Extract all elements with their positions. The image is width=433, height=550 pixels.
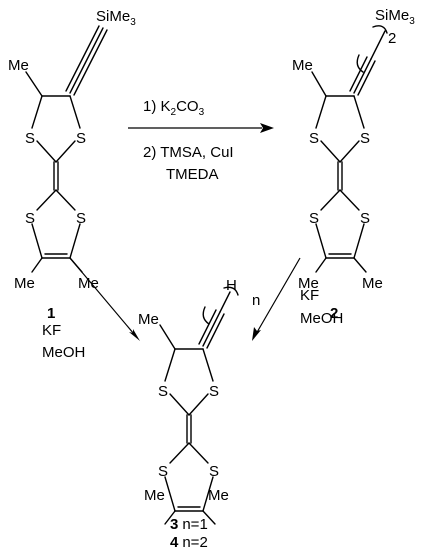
arrowhead [129, 329, 140, 341]
alkyne-bond-1 [69, 27, 104, 94]
sulfur-label: S [158, 383, 168, 400]
reaction-arrow-right: KF MeOH [252, 257, 343, 341]
sulfur-label: S [76, 210, 86, 227]
compound-2-number: 2 [330, 305, 338, 322]
repeat-count: n [252, 292, 260, 309]
reaction-arrow-left: KF MeOH [42, 257, 140, 361]
methyl-label: Me [362, 275, 383, 292]
reagent-step1: 1) K2CO3 [143, 98, 205, 118]
sulfur-label: S [360, 130, 370, 147]
repeat-bracket-right [372, 25, 388, 34]
reagent-kf: KF [42, 322, 61, 339]
methyl-label: Me [298, 275, 319, 292]
sulfur-label: S [309, 210, 319, 227]
sulfur-label: S [309, 130, 319, 147]
methyl-label: Me [78, 275, 99, 292]
repeat-bracket-left [356, 54, 364, 73]
compound-1-number: 1 [47, 305, 55, 322]
reagent-step2-ligand: TMEDA [166, 166, 219, 183]
sulfur-label: S [360, 210, 370, 227]
trimethylsilyl-label: SiMe3 [96, 8, 136, 28]
compound-1: SiMe3 Me S S S S Me Me 1 [8, 8, 136, 322]
arrowhead [260, 123, 274, 133]
methyl-label: Me [8, 57, 29, 74]
reagent-meoh: MeOH [42, 344, 85, 361]
reagent-step2: 2) TMSA, CuI [143, 144, 234, 161]
sulfur-label: S [209, 463, 219, 480]
reagent-kf: KF [300, 287, 319, 304]
methyl-label: Me [208, 487, 229, 504]
repeat-bracket-left [202, 306, 210, 325]
sulfur-label: S [158, 463, 168, 480]
methyl-label: Me [292, 57, 313, 74]
compound-2: 2 SiMe3 Me S S S S Me Me 2 [292, 7, 415, 322]
reaction-arrow-top: 1) K2CO3 2) TMSA, CuI TMEDA [128, 98, 274, 183]
methyl-label: Me [138, 311, 159, 328]
methyl-label: Me [14, 275, 35, 292]
sulfur-label: S [209, 383, 219, 400]
sulfur-label: S [25, 210, 35, 227]
sulfur-label: S [76, 130, 86, 147]
sulfur-label: S [25, 130, 35, 147]
arrowhead [252, 327, 261, 341]
hydrogen-label: H [226, 277, 237, 294]
trimethylsilyl-label: SiMe3 [375, 7, 415, 27]
reagent-meoh: MeOH [300, 310, 343, 327]
repeat-bracket-right [223, 286, 239, 296]
methyl-label: Me [144, 487, 165, 504]
repeat-count: 2 [388, 30, 396, 47]
